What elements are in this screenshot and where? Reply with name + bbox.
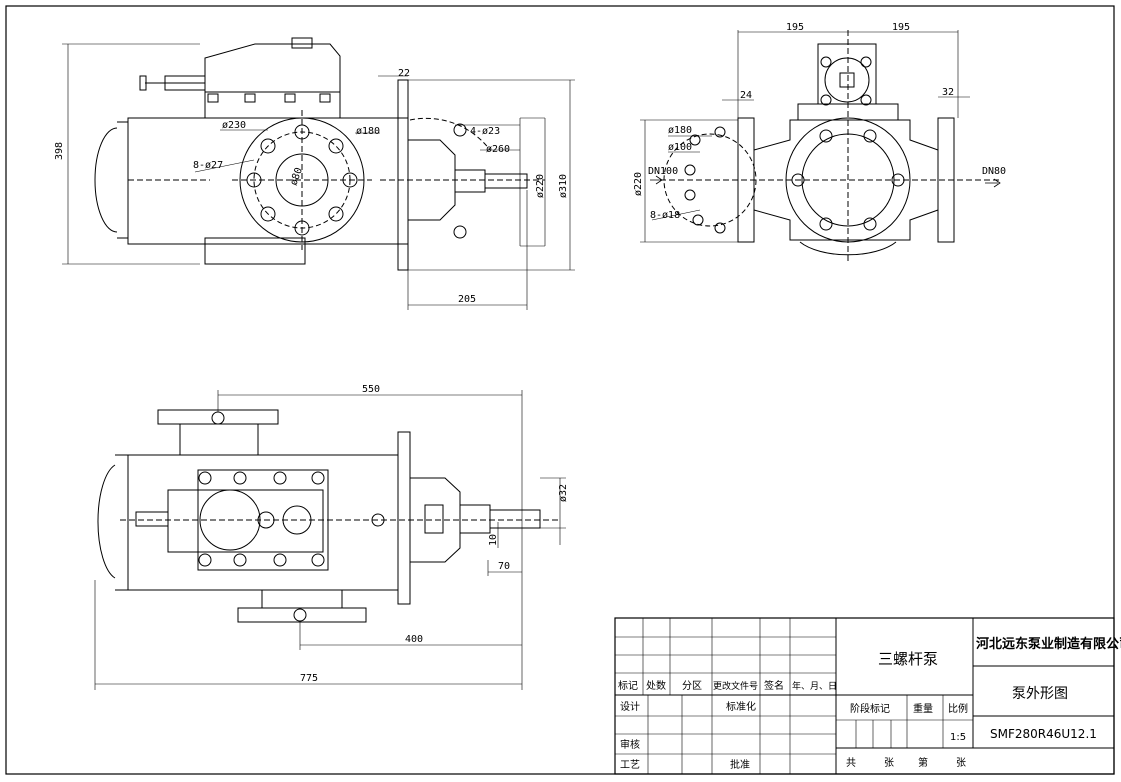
dim-24: 24	[740, 90, 752, 101]
header-mark: 标记	[618, 680, 638, 692]
side-view	[640, 30, 1001, 262]
sheets-label: 张	[884, 757, 894, 769]
model-code: SMF280R46U12.1	[990, 727, 1097, 741]
front-view	[62, 37, 575, 310]
drawing-name: 泵外形图	[1012, 686, 1068, 702]
total-label: 共	[846, 757, 856, 769]
dim-775: 775	[300, 673, 318, 684]
dim-d230: ø230	[222, 120, 246, 131]
role-review: 审核	[620, 738, 640, 751]
scale-label: 比例	[948, 702, 968, 715]
dim-195-right: 195	[892, 22, 910, 33]
title-block-labels: 标记 处数 分区 更改文件号 签名 年、月、日 设计 标准化 审核 工艺 批准 …	[618, 636, 1121, 771]
side-view-labels: 195 195 24 32 ø180 ø100 ø220 DN100 8-ø18…	[633, 22, 1006, 221]
sheet-label-2: 张	[956, 757, 966, 769]
dim-d310: ø310	[558, 174, 569, 198]
role-design: 设计	[620, 700, 640, 713]
header-count: 处数	[646, 679, 666, 692]
dim-4-holes: 4-ø23	[470, 126, 500, 137]
scale-value: 1:5	[950, 732, 966, 743]
dim-d180: ø180	[356, 126, 380, 137]
dim-8-holes: 8-ø18	[650, 210, 680, 221]
role-approval: 批准	[730, 758, 750, 771]
role-process: 工艺	[620, 759, 640, 771]
header-date: 年、月、日	[792, 680, 837, 692]
dim-side-d180: ø180	[668, 125, 692, 136]
dim-dn80: DN80	[982, 166, 1006, 177]
dim-d220: ø220	[535, 174, 546, 198]
header-signature: 签名	[764, 679, 784, 692]
dim-70: 70	[498, 561, 510, 572]
dim-398: 398	[54, 142, 65, 160]
title-block	[614, 617, 1115, 775]
dim-205: 205	[458, 294, 476, 305]
top-view-labels: 550 ø32 10 70 400 775	[300, 384, 569, 684]
dim-550: 550	[362, 384, 380, 395]
drawing-border	[5, 5, 1115, 775]
dim-10: 10	[488, 534, 499, 546]
sheet-no-label: 第	[918, 756, 928, 769]
dim-400: 400	[405, 634, 423, 645]
dim-22: 22	[398, 68, 410, 79]
dim-d32: ø32	[558, 484, 569, 502]
dim-32: 32	[942, 87, 954, 98]
top-view	[94, 390, 566, 690]
dim-side-d220: ø220	[633, 172, 644, 196]
dim-bolt-holes: 8-ø27	[193, 160, 223, 171]
dim-d260: ø260	[486, 144, 510, 155]
weight-label: 重量	[913, 702, 933, 715]
role-standardization: 标准化	[726, 700, 756, 713]
company-name: 河北远东泵业制造有限公司	[976, 636, 1121, 652]
header-change-doc: 更改文件号	[713, 680, 758, 692]
product-name: 三螺杆泵	[878, 650, 938, 668]
stage-mark: 阶段标记	[850, 702, 890, 715]
header-zone: 分区	[682, 680, 702, 692]
dim-dn100: DN100	[648, 166, 678, 177]
front-view-labels: ø230 ø180 398 8-ø27 ø80 22 4-ø23 ø260 ø2…	[54, 68, 569, 305]
dim-195-left: 195	[786, 22, 804, 33]
dim-d80: ø80	[288, 166, 305, 187]
dim-side-d100: ø100	[668, 142, 692, 153]
